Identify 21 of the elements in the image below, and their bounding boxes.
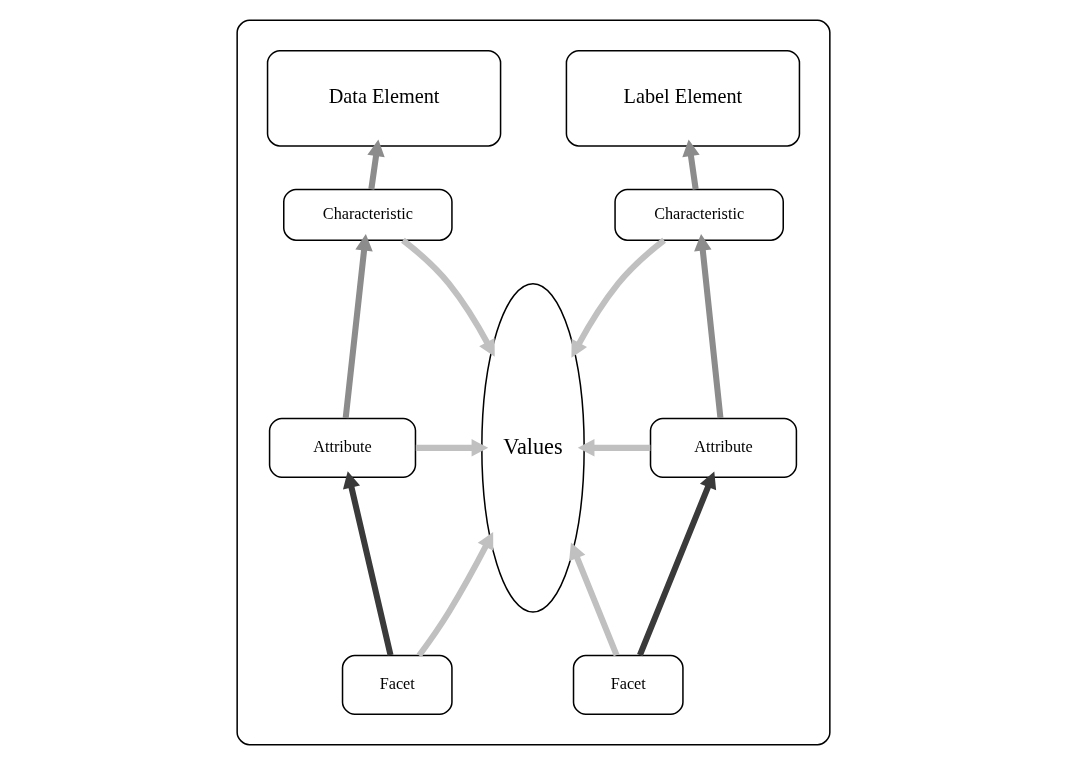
node-box: Characteristic [282,188,453,241]
arrow [342,471,393,656]
arrow [693,233,723,419]
arrow [577,439,650,457]
cluster [235,19,831,746]
node-box: Characteristic [613,188,784,241]
arrow [366,139,385,190]
node-box: Data Element [266,49,501,147]
node-box: Facet [341,654,453,716]
node-box: Attribute [649,417,797,478]
arrow [342,233,373,419]
arrow [415,439,488,457]
arrow [681,139,700,190]
arrow [400,237,495,357]
arrow [568,542,619,657]
arrow [636,471,716,657]
arrow [416,531,493,658]
arrow [570,237,666,358]
node-box: Attribute [268,417,416,478]
node-box: Facet [572,654,684,716]
node-box: Label Element [565,49,800,147]
